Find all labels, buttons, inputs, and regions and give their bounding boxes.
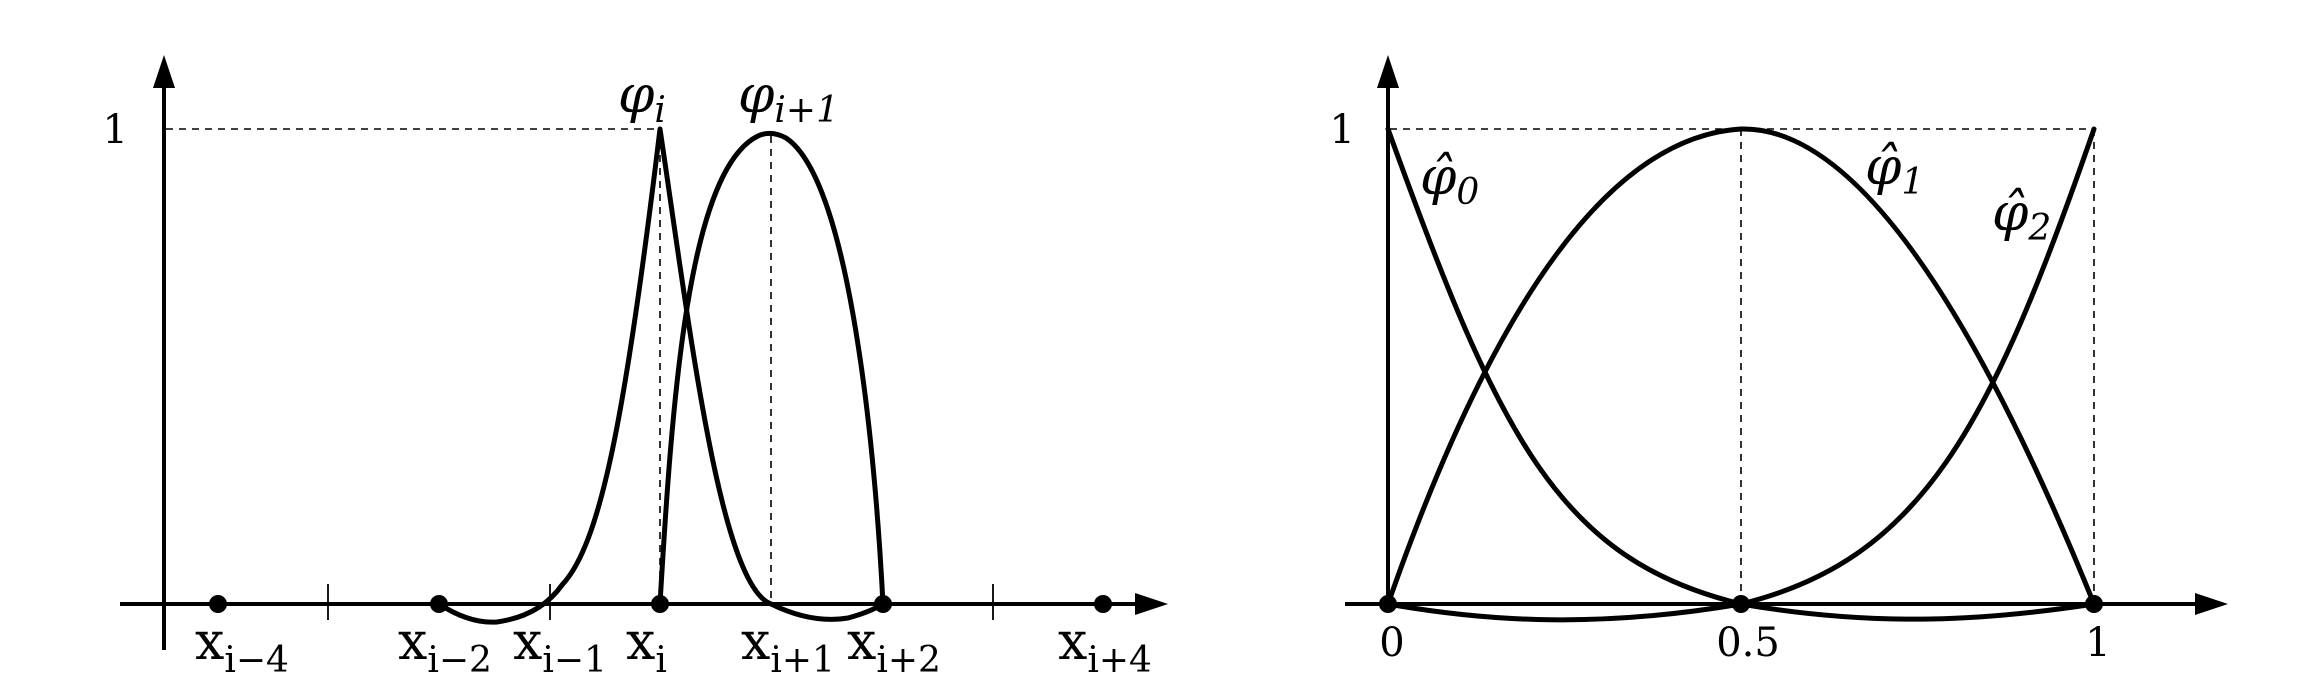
label-x-i-minus-4: xi−4 — [195, 612, 289, 681]
label-x-i-plus-2: xi+2 — [847, 612, 941, 681]
left-panel: 1 xi−4 xi−2 xi−1 xi xi+1 — [103, 55, 1168, 681]
label-x-i-plus-2-base: x — [847, 612, 876, 672]
node-1 — [2085, 595, 2103, 613]
label-phi-i-plus-1-base: φ — [738, 65, 775, 125]
label-x-i-minus-2-base: x — [398, 612, 427, 672]
label-x-i-plus-1: xi+1 — [741, 612, 835, 681]
node-0-5 — [1732, 595, 1750, 613]
label-phi-hat-2-sub: 2 — [2027, 208, 2051, 249]
label-x-i-plus-4-base: x — [1058, 612, 1087, 672]
node-x-i-plus-2 — [874, 595, 892, 613]
left-y-axis-arrowhead — [153, 55, 175, 88]
label-x-i-plus-2-sub: i+2 — [876, 640, 941, 681]
phi-i-curve — [436, 126, 886, 625]
right-x-tick-0-5: 0.5 — [1716, 620, 1780, 666]
left-y-tick-label: 1 — [103, 107, 128, 153]
label-x-i-minus-1: xi−1 — [513, 612, 607, 681]
phi-hat-1-curve — [1385, 126, 2097, 607]
label-phi-i: φi — [618, 65, 666, 131]
label-phi-i-sub: i — [654, 90, 666, 131]
label-x-i-plus-1-sub: i+1 — [770, 640, 835, 681]
label-phi-hat-1: φ̂1 — [1865, 137, 1924, 203]
label-x-i-plus-4-sub: i+4 — [1087, 640, 1152, 681]
label-x-i-minus-1-base: x — [513, 612, 542, 672]
label-phi-i-plus-1-sub: i+1 — [774, 90, 839, 131]
label-x-i-minus-2-sub: i−2 — [427, 640, 492, 681]
label-phi-i-plus-1: φi+1 — [738, 65, 839, 131]
label-x-i-plus-4: xi+4 — [1058, 612, 1152, 681]
label-phi-hat-0-sub: 0 — [1456, 172, 1479, 213]
label-phi-hat-0: φ̂0 — [1420, 147, 1479, 213]
node-x-i-minus-4 — [209, 595, 227, 613]
right-x-tick-0: 0 — [1379, 620, 1404, 666]
label-x-i-minus-2: xi−2 — [398, 612, 492, 681]
label-x-i-minus-1-sub: i−1 — [542, 640, 607, 681]
label-x-i-base: x — [626, 612, 655, 672]
label-phi-hat-2: φ̂2 — [1992, 183, 2051, 249]
label-x-i-minus-4-base: x — [195, 612, 224, 672]
label-x-i: xi — [626, 612, 667, 681]
node-x-i — [651, 595, 669, 613]
left-x-axis-arrowhead — [1135, 593, 1168, 615]
right-x-axis-arrowhead — [2195, 593, 2228, 615]
label-x-i-sub: i — [655, 640, 667, 681]
label-phi-i-base: φ — [618, 65, 655, 125]
label-phi-hat-1-base: φ̂ — [1865, 137, 1902, 197]
label-x-i-plus-1-base: x — [741, 612, 770, 672]
node-x-i-minus-2 — [430, 595, 448, 613]
label-phi-hat-1-sub: 1 — [1901, 162, 1924, 203]
right-x-tick-1: 1 — [2085, 620, 2110, 666]
node-x-i-plus-4 — [1094, 595, 1112, 613]
label-x-i-minus-4-sub: i−4 — [224, 640, 289, 681]
right-y-axis-arrowhead — [1377, 55, 1399, 88]
label-phi-hat-0-base: φ̂ — [1420, 147, 1457, 207]
right-y-tick-label: 1 — [1330, 107, 1355, 153]
node-0 — [1379, 595, 1397, 613]
phi-i-plus-1-curve — [657, 130, 886, 607]
phi-hat-2-curve — [1385, 126, 2097, 623]
label-phi-hat-2-base: φ̂ — [1992, 183, 2029, 243]
phi-hat-0-curve — [1385, 126, 2097, 622]
right-panel: 1 0 0.5 1 φ̂0 φ̂1 φ̂2 — [1330, 55, 2228, 666]
